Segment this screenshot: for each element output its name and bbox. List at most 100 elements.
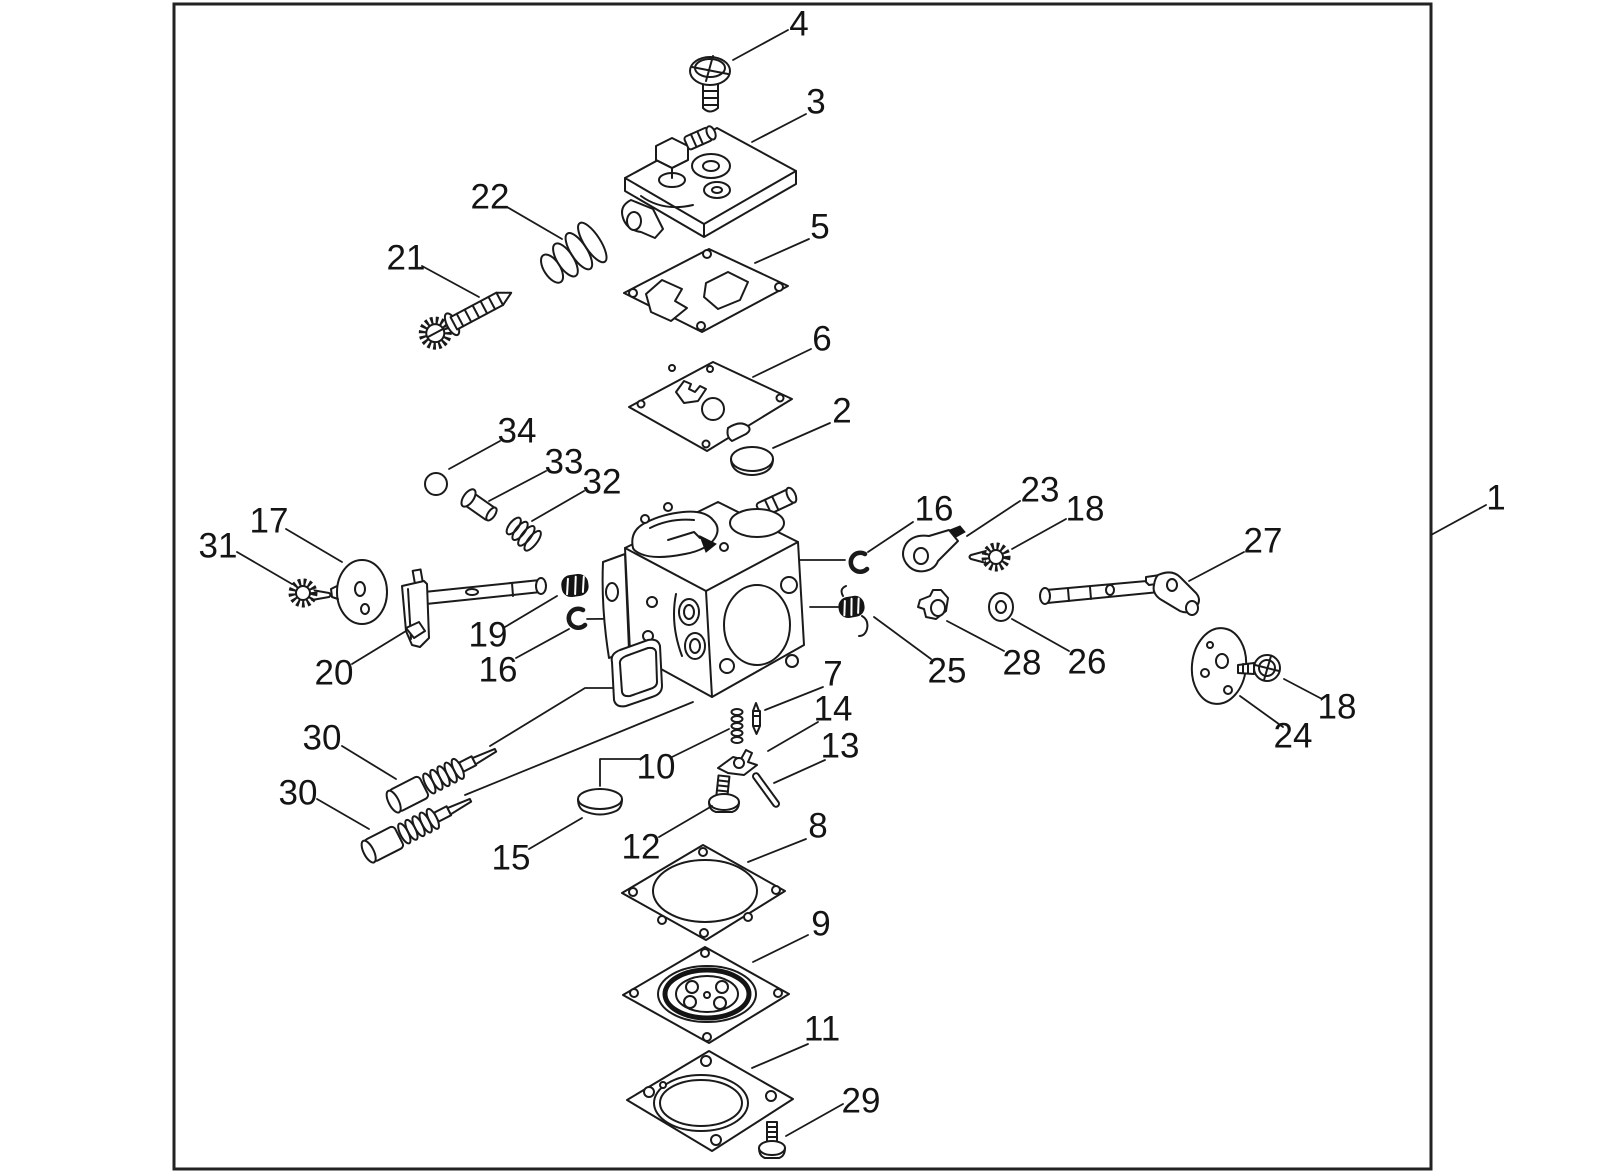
part-4-screw xyxy=(689,55,731,113)
part-31-serrated-nut xyxy=(288,578,332,608)
part-19-spring xyxy=(561,573,589,598)
callout-number-7: 7 xyxy=(823,655,842,694)
part-9-diaphragm xyxy=(622,946,790,1044)
leader-line-15-0 xyxy=(528,817,583,850)
part-22-spring xyxy=(540,221,608,284)
part-18-serrated-nut xyxy=(968,542,1011,572)
callout-number-32: 32 xyxy=(583,463,622,502)
part-17-valve-disc xyxy=(330,559,388,625)
leader-line-3-0 xyxy=(751,113,807,143)
callout-number-1: 1 xyxy=(1486,479,1505,518)
leader-line-30-0 xyxy=(341,745,397,780)
leader-line-16-0 xyxy=(515,628,570,659)
callout-number-25: 25 xyxy=(928,652,967,691)
part-20-shaft-lever xyxy=(401,568,547,648)
leader-line-10-0 xyxy=(671,728,730,758)
callout-number-33: 33 xyxy=(545,443,584,482)
leader-line-14-0 xyxy=(767,721,819,752)
leader-line-28-0 xyxy=(946,620,1005,652)
part-7-inlet-needle xyxy=(752,702,761,735)
part-21-screw xyxy=(418,291,513,350)
leader-line-25-0 xyxy=(873,616,932,660)
part-13-pin xyxy=(752,772,780,808)
leader-line-30-0 xyxy=(316,798,370,830)
part-16-e-clip-right xyxy=(848,550,870,575)
callout-number-21: 21 xyxy=(387,239,426,278)
part-23-cam-lever xyxy=(902,525,966,573)
callout-number-9: 9 xyxy=(811,905,830,944)
leader-line-29-0 xyxy=(785,1103,844,1137)
callout-number-19: 19 xyxy=(469,616,508,655)
callout-number-30: 30 xyxy=(303,719,342,758)
assembly-axis-line-0 xyxy=(489,687,621,747)
part-27-throttle-shaft xyxy=(1039,571,1200,616)
leader-line-33-0 xyxy=(488,470,547,502)
leader-line-18-0 xyxy=(1283,678,1323,700)
leader-line-22-0 xyxy=(506,206,563,240)
leader-line-7-0 xyxy=(764,686,824,711)
callout-number-18: 18 xyxy=(1318,688,1357,727)
callout-number-31: 31 xyxy=(199,527,238,566)
part-28-bracket xyxy=(917,589,949,620)
part-15-cap xyxy=(577,788,623,816)
callout-number-28: 28 xyxy=(1003,644,1042,683)
part-16-e-clip-left xyxy=(566,606,588,631)
part-29-screw xyxy=(758,1121,786,1159)
callout-number-6: 6 xyxy=(812,320,831,359)
leader-line-26-0 xyxy=(1011,618,1070,652)
part-5-gasket xyxy=(623,248,789,333)
leader-line-32-0 xyxy=(531,490,585,522)
callout-number-22: 22 xyxy=(471,178,510,217)
leader-line-10-1 xyxy=(599,758,642,787)
callout-number-29: 29 xyxy=(842,1082,881,1121)
callout-number-23: 23 xyxy=(1021,471,1060,510)
leader-line-8-0 xyxy=(747,838,807,863)
callout-number-4: 4 xyxy=(789,5,808,44)
leader-line-2-0 xyxy=(772,422,831,449)
leader-line-23-0 xyxy=(966,500,1021,537)
leader-line-6-0 xyxy=(752,348,812,378)
part-3-pump-cover xyxy=(621,125,797,239)
part-6-diaphragm xyxy=(628,361,793,452)
carburetor-body xyxy=(601,486,805,708)
part-33-pin xyxy=(460,488,498,522)
leader-line-16-0 xyxy=(867,521,914,553)
part-10-metering-spring xyxy=(730,708,744,744)
leader-line-11-0 xyxy=(751,1043,809,1069)
callout-number-2: 2 xyxy=(832,392,851,431)
leader-line-27-0 xyxy=(1188,551,1245,582)
part-2-plug xyxy=(730,446,774,476)
callout-number-16: 16 xyxy=(915,490,954,529)
part-11-cover-plate xyxy=(626,1050,794,1152)
leader-line-24-0 xyxy=(1239,695,1284,728)
leader-line-21-0 xyxy=(421,265,480,298)
leader-line-34-0 xyxy=(448,440,501,470)
leader-line-19-0 xyxy=(504,595,558,628)
callout-number-5: 5 xyxy=(810,208,829,247)
callout-number-16: 16 xyxy=(479,651,518,690)
leader-line-5-0 xyxy=(754,238,810,264)
leader-line-20-0 xyxy=(351,630,407,665)
assembly-axis-line-1 xyxy=(464,701,694,796)
part-30-needle-upper xyxy=(385,747,498,814)
part-30-needle-lower xyxy=(360,797,473,864)
leader-line-12-0 xyxy=(658,805,713,838)
callout-number-15: 15 xyxy=(492,839,531,878)
part-26-washer xyxy=(988,592,1014,622)
callout-number-17: 17 xyxy=(250,502,289,541)
callout-number-13: 13 xyxy=(821,727,860,766)
callout-number-26: 26 xyxy=(1068,643,1107,682)
part-8-gasket xyxy=(621,844,786,941)
callout-number-20: 20 xyxy=(315,654,354,693)
leader-line-4-0 xyxy=(732,29,789,61)
leader-line-31-0 xyxy=(236,551,293,585)
part-25-spring xyxy=(838,585,869,637)
callout-number-14: 14 xyxy=(814,690,853,729)
frame-layer xyxy=(172,2,1433,1171)
part-14-metering-lever xyxy=(717,749,758,776)
callout-number-3: 3 xyxy=(806,83,825,122)
callout-number-8: 8 xyxy=(808,807,827,846)
